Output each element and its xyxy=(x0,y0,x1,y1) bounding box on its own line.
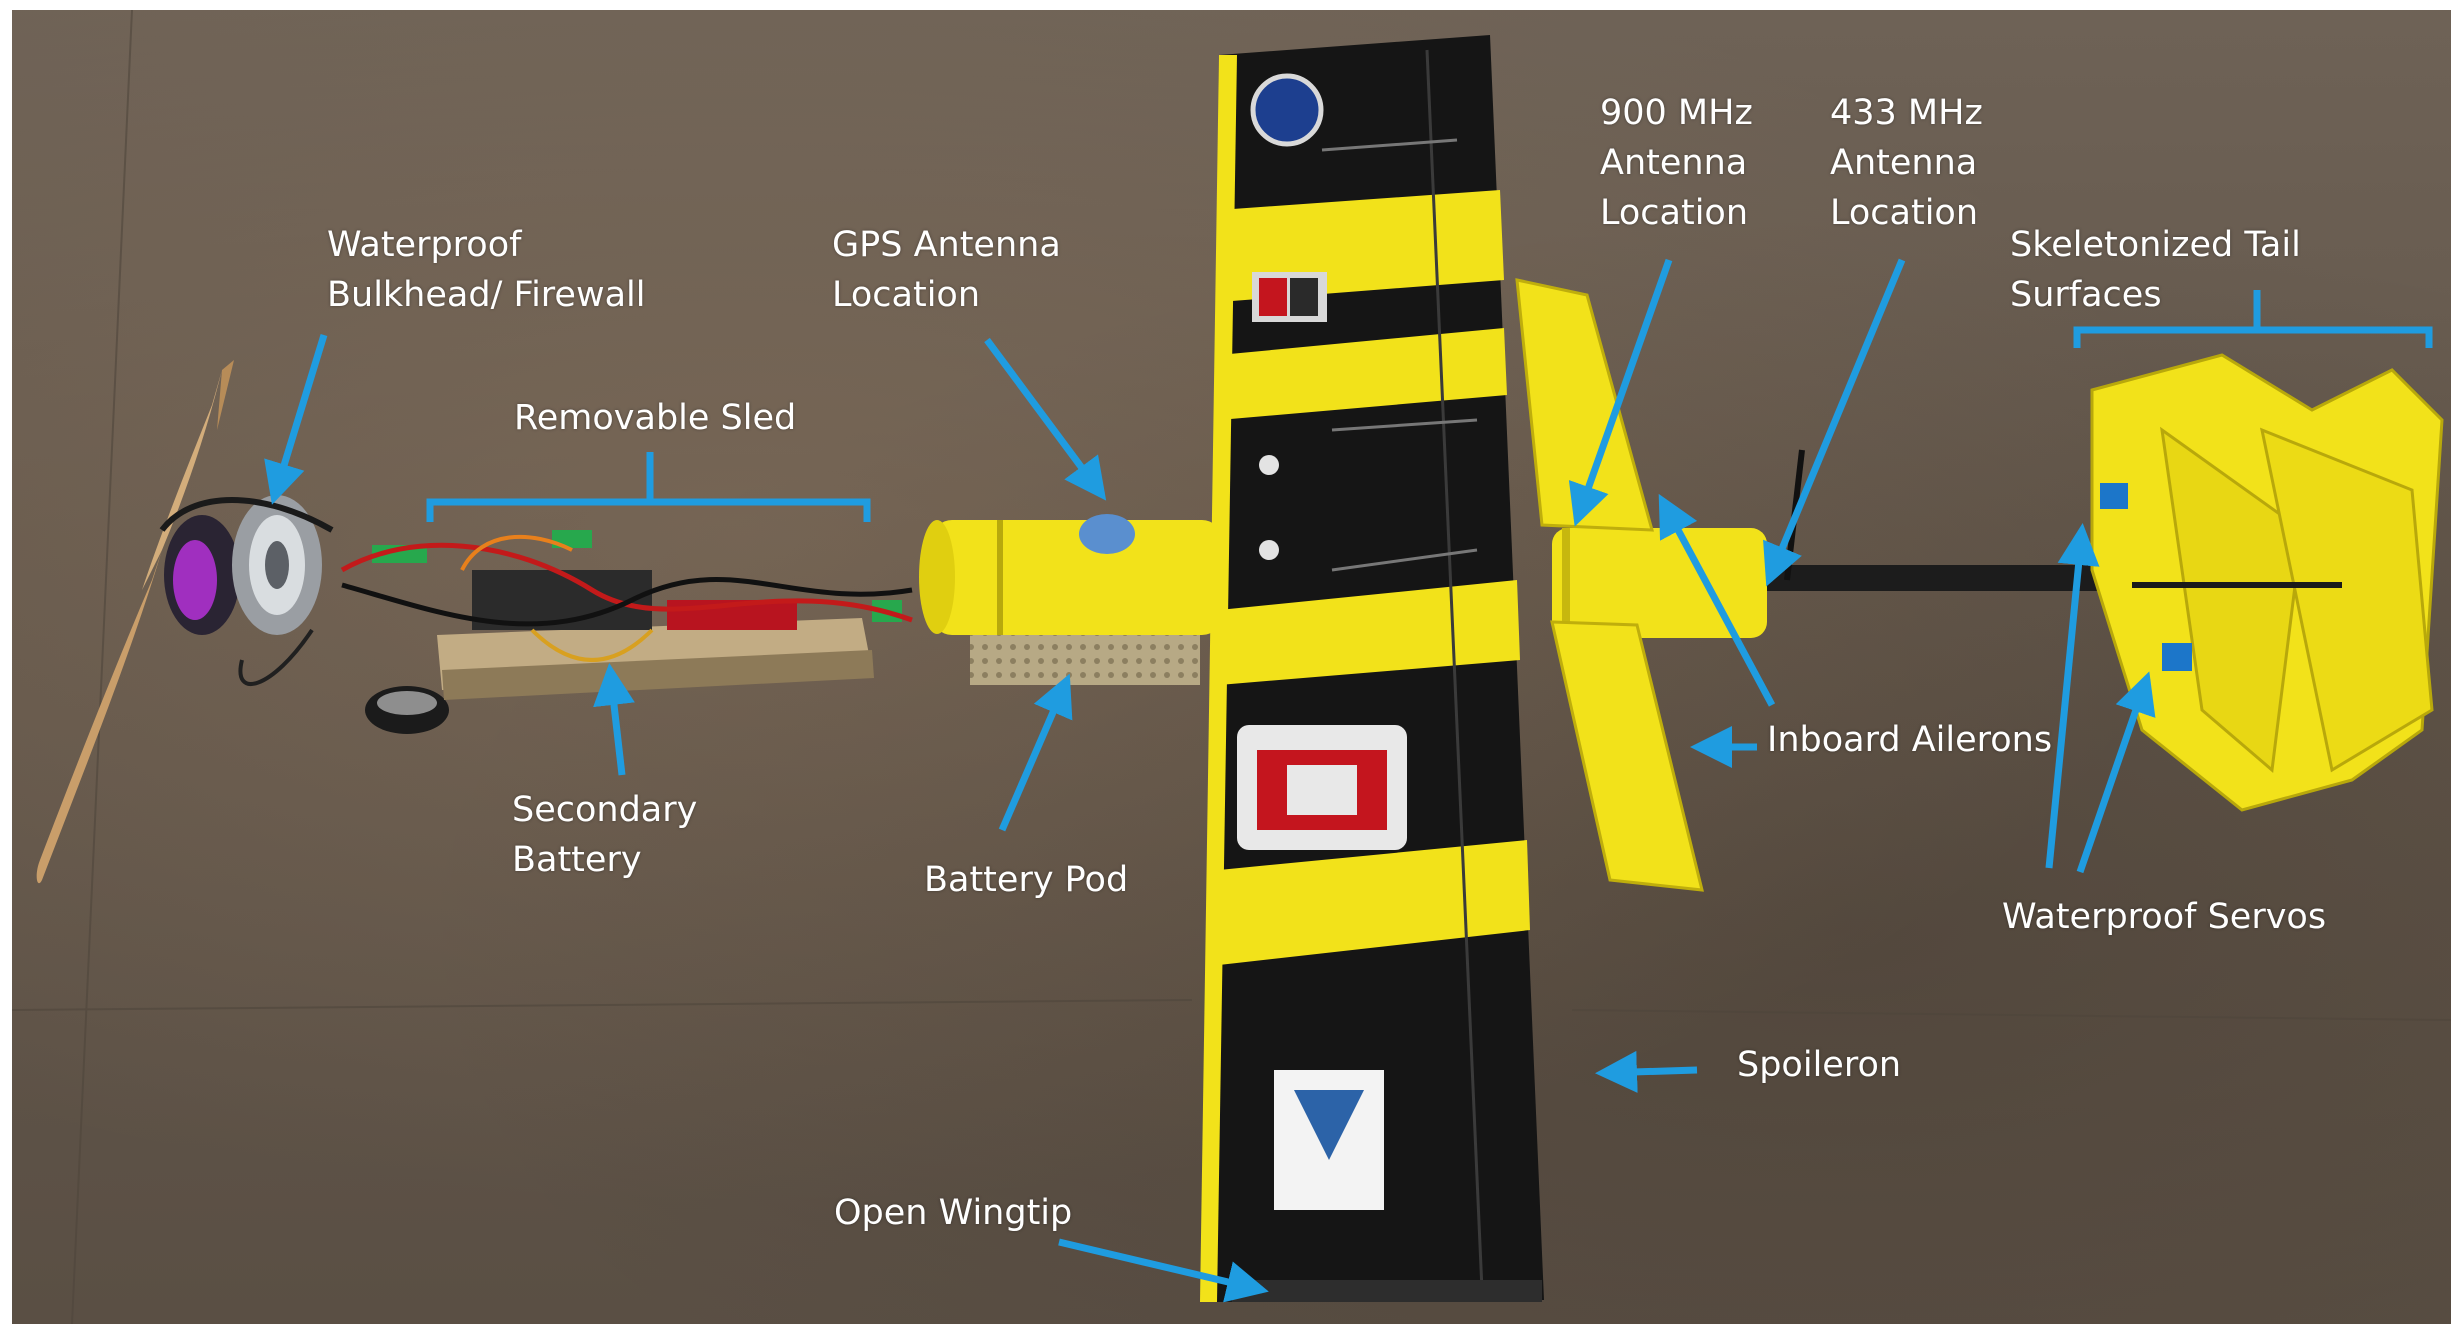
arrow-bulkhead xyxy=(264,333,328,505)
aircraft-photo: Waterproof Bulkhead/ Firewall Removable … xyxy=(12,10,2451,1324)
floor-seams xyxy=(12,10,2451,1324)
bracket-tail xyxy=(2073,326,2433,348)
arrow-spoileron xyxy=(1595,1050,1698,1093)
motor-assembly xyxy=(159,495,449,734)
arrow-433-antenna xyxy=(1763,258,1906,587)
arrow-battery-pod xyxy=(998,673,1073,832)
label-removable-sled: Removable Sled xyxy=(514,398,797,438)
label-433-antenna: 433 MHz Antenna Location xyxy=(1830,93,1983,233)
label-tail-surfaces: Skeletonized Tail Surfaces xyxy=(2010,225,2301,315)
arrow-servo-upper xyxy=(2045,523,2100,869)
tail-surfaces xyxy=(2090,353,2444,812)
label-open-wingtip: Open Wingtip xyxy=(834,1193,1073,1233)
arrow-open-wingtip xyxy=(1058,1238,1269,1303)
arrow-secondary-battery xyxy=(593,663,635,776)
aircraft-scene xyxy=(12,10,2451,1324)
label-battery-pod: Battery Pod xyxy=(924,860,1129,900)
bracket-sled xyxy=(426,498,871,522)
annotation-arrows xyxy=(264,258,2433,1303)
label-900-antenna: 900 MHz Antenna Location xyxy=(1600,93,1753,233)
label-inboard-ailerons: Inboard Ailerons xyxy=(1767,720,2053,760)
propeller xyxy=(36,360,234,884)
arrow-servo-lower xyxy=(2076,671,2156,874)
label-spoileron: Spoileron xyxy=(1737,1045,1902,1085)
label-waterproof-bulkhead: Waterproof Bulkhead/ Firewall xyxy=(327,225,646,315)
label-waterproof-servos: Waterproof Servos xyxy=(2002,897,2327,937)
inboard-ailerons xyxy=(1515,278,1704,892)
arrow-inboard-ailerons-upper xyxy=(1658,493,1776,707)
battery-pod xyxy=(919,514,1222,685)
main-wing xyxy=(1200,35,1544,1302)
arrow-900-antenna xyxy=(1568,258,1673,527)
removable-sled xyxy=(340,530,913,700)
label-secondary-battery: Secondary Battery xyxy=(512,790,698,880)
label-gps-antenna: GPS Antenna Location xyxy=(832,225,1061,315)
arrow-gps-antenna xyxy=(984,337,1107,501)
